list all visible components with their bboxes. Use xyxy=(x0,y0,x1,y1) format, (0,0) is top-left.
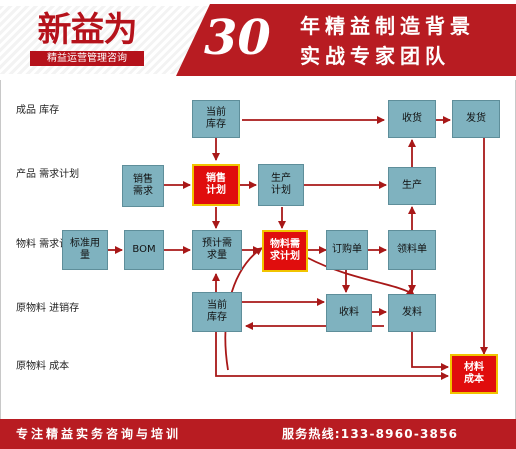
node-forecast-demand: 预计需 求量 xyxy=(192,230,242,270)
node-production-plan: 生产 计划 xyxy=(258,164,304,206)
row-label-fg-inventory: 成品 库存 xyxy=(16,105,60,116)
node-production: 生产 xyxy=(388,167,436,205)
row-label-rm-flow: 原物料 进销存 xyxy=(16,303,80,314)
banner-line-1: 年精益制造背景 xyxy=(300,14,475,38)
footer: 专注精益实务咨询与培训 服务热线:133-8960-3856 xyxy=(0,419,516,449)
footer-hotline: 服务热线:133-8960-3856 xyxy=(282,427,459,441)
logo: 新益为 精益运营管理咨询 xyxy=(28,10,146,66)
row-label-rm-cost: 原物料 成本 xyxy=(16,361,70,372)
node-pick-list: 领料单 xyxy=(388,230,436,270)
row-label-product-demand: 产品 需求计划 xyxy=(16,169,80,180)
arrow-curve-mrp-to-issue xyxy=(307,257,415,296)
flow-diagram: 成品 库存 产品 需求计划 物料 需求计划 原物料 进销存 原物料 成本 当前 … xyxy=(0,80,516,419)
node-purchase-order: 订购单 xyxy=(326,230,368,270)
node-standard-usage: 标准用 量 xyxy=(62,230,108,270)
node-ship-goods: 发货 xyxy=(452,100,500,138)
node-receive-materials: 收料 xyxy=(326,294,372,332)
node-fg-inventory: 当前 库存 xyxy=(192,100,240,138)
logo-text: 新益为 xyxy=(37,10,138,50)
banner-line-2: 实战专家团队 xyxy=(300,44,450,68)
node-bom: BOM xyxy=(124,230,164,270)
header: 新益为 精益运营管理咨询 30 年精益制造背景 实战专家团队 xyxy=(0,0,516,80)
banner xyxy=(176,4,516,76)
flow-arrows xyxy=(108,116,488,380)
node-mrp: 物料需 求计划 xyxy=(262,230,308,272)
footer-slogan: 专注精益实务咨询与培训 xyxy=(16,427,182,441)
banner-number: 30 xyxy=(204,10,271,66)
node-sales-demand: 销售 需求 xyxy=(122,165,164,207)
row-label-material-demand: 物料 需求计划 xyxy=(16,239,80,250)
node-receive-goods: 收货 xyxy=(388,100,436,138)
node-sales-plan: 销售 计划 xyxy=(192,164,240,206)
logo-tagline: 精益运营管理咨询 xyxy=(30,51,144,66)
arrow-rm-inventory-to-cost xyxy=(215,332,449,380)
node-issue-materials: 发料 xyxy=(388,294,436,332)
node-material-cost: 材料 成本 xyxy=(450,354,498,394)
arrow-issue-to-cost xyxy=(411,332,449,371)
node-rm-inventory: 当前 库存 xyxy=(192,292,242,332)
